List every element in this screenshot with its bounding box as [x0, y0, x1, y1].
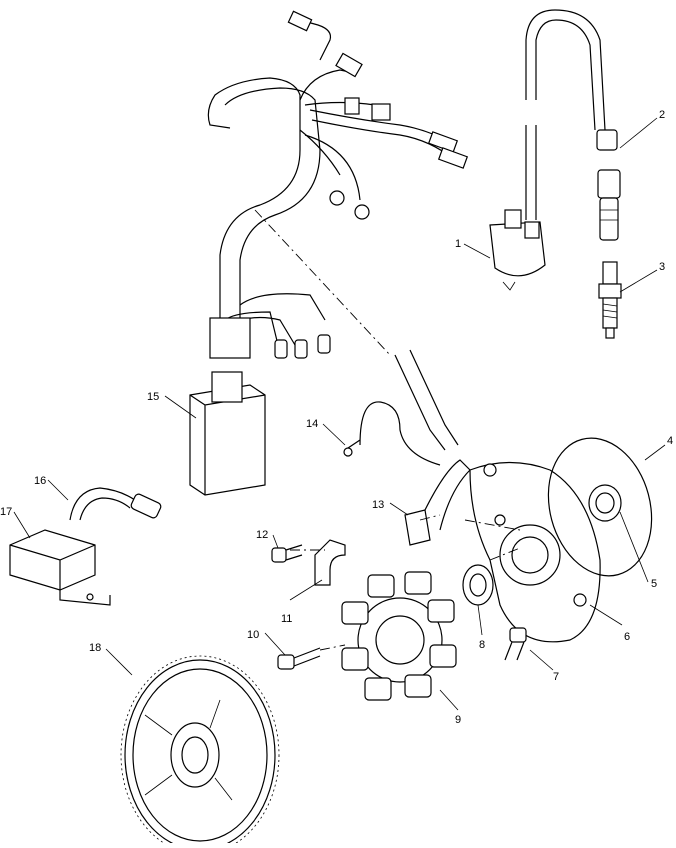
oil-seal	[588, 484, 622, 522]
spark-plug-cap	[596, 129, 621, 241]
callout-8: 8	[479, 639, 485, 651]
housing-screw	[504, 627, 527, 661]
callout-1: 1	[455, 238, 461, 250]
stator-screw	[277, 647, 321, 670]
regulator-housing	[9, 529, 111, 606]
callout-9: 9	[455, 714, 461, 726]
callout-4: 4	[667, 435, 673, 447]
wire-clamp	[314, 539, 346, 586]
wiring-harness	[207, 10, 469, 359]
flywheel	[120, 655, 280, 848]
magneto-housing	[469, 461, 601, 643]
callout-6: 6	[624, 631, 630, 643]
callout-13: 13	[372, 499, 384, 511]
cap-screw-12	[271, 544, 303, 563]
spark-plug	[598, 261, 622, 339]
pulser-coil	[394, 349, 471, 546]
callout-15: 15	[147, 391, 159, 403]
callout-5: 5	[651, 578, 657, 590]
stator	[341, 571, 457, 701]
o-ring	[547, 437, 653, 577]
callout-18: 18	[89, 642, 101, 654]
callout-7: 7	[553, 671, 559, 683]
assembly-lines	[254, 209, 521, 651]
callout-labels: 1 2 3 4 5 6 7 8 9 10 11 12 13 14 15 16 1…	[0, 109, 673, 726]
leader-lines	[13, 117, 666, 711]
callout-12: 12	[256, 529, 268, 541]
callout-2: 2	[659, 109, 665, 121]
callout-10: 10	[247, 629, 259, 641]
ignition-coil	[489, 9, 606, 291]
callout-11: 11	[281, 613, 292, 625]
regulator	[69, 487, 162, 521]
callout-16: 16	[34, 475, 46, 487]
callout-14: 14	[306, 418, 318, 430]
callout-3: 3	[659, 261, 665, 273]
crank-seal	[462, 564, 494, 606]
callout-17: 17	[0, 506, 12, 518]
stator-lead	[343, 401, 441, 466]
cdi-box	[189, 371, 266, 496]
